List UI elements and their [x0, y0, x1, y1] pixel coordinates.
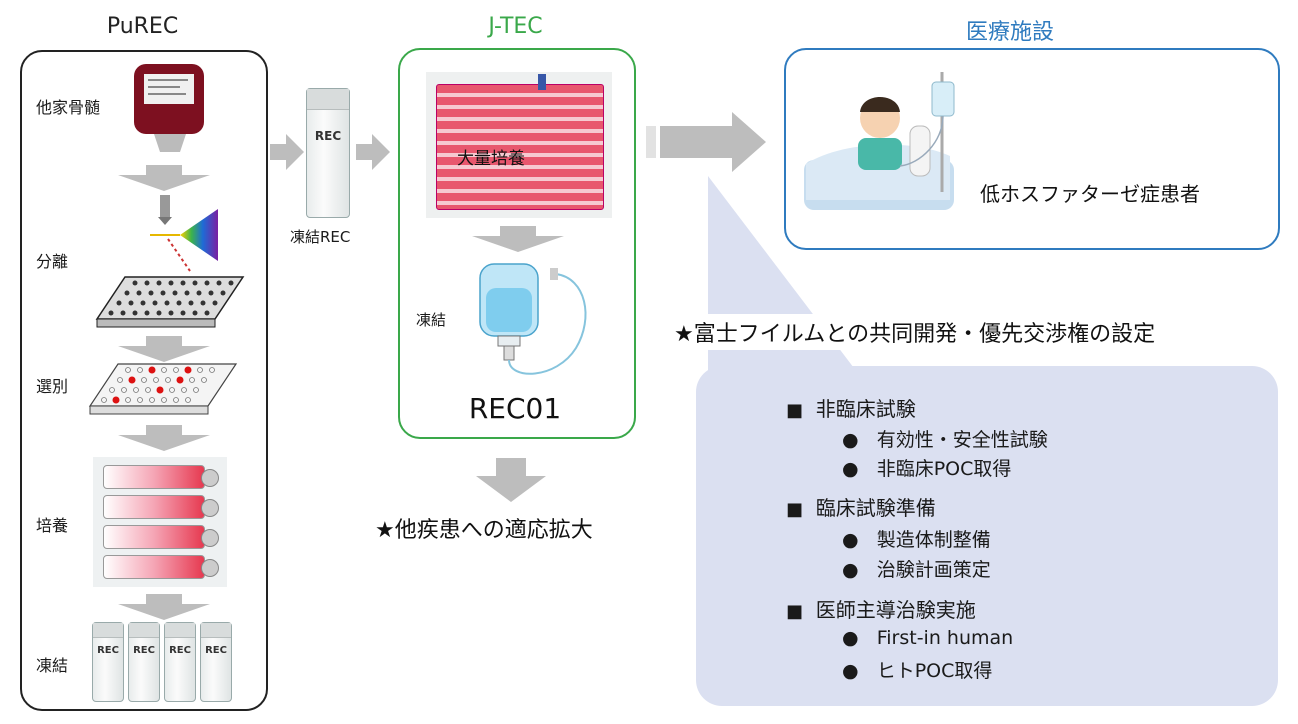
- culture-flasks-image: [93, 457, 227, 587]
- frozen-vial-image: REC: [92, 622, 124, 702]
- patient-illustration: [804, 72, 955, 210]
- cell-sorter-icon: [150, 195, 218, 272]
- step-allogeneic-bone-marrow: 他家骨髄: [36, 98, 101, 117]
- step-selection: 選別: [36, 377, 69, 396]
- frozen-vial-image: REC: [128, 622, 160, 702]
- plan-heading-nonclinical: ■ 非臨床試験: [786, 397, 916, 421]
- plan-item: ● 製造体制整備: [842, 529, 991, 551]
- plan-item: ● ヒトPOC取得: [842, 660, 993, 682]
- plan-heading-investigator-trial: ■ 医師主導治験実施: [786, 598, 976, 622]
- arrow-down-icon: [472, 226, 564, 252]
- arrow-down-icon: [118, 594, 210, 620]
- plan-heading-clinical-prep: ■ 臨床試験準備: [786, 496, 936, 520]
- arrow-right-icon: [646, 112, 766, 172]
- well-plate-image: [95, 276, 245, 328]
- step-separation: 分離: [36, 252, 69, 271]
- frozen-rec-label: 凍結REC: [290, 228, 351, 246]
- jtec-title: J-TEC: [488, 14, 543, 39]
- arrow-right-icon: [270, 134, 304, 170]
- plan-item: ● 有効性・安全性試験: [842, 429, 1048, 451]
- development-plan-callout: [696, 366, 1278, 706]
- indication-expansion-text: ★他疾患への適応拡大: [375, 518, 593, 543]
- partnership-text: ★富士フイルムとの共同開発・優先交渉権の設定: [670, 314, 1160, 350]
- jtec-freeze-label: 凍結: [416, 311, 447, 329]
- mass-culture-label: 大量培養: [457, 149, 525, 169]
- hospital-title: 医療施設: [965, 20, 1054, 45]
- mass-culture-image: [426, 72, 612, 218]
- arrow-down-icon: [118, 165, 210, 191]
- arrow-down-icon: [118, 425, 210, 451]
- blood-bag-image: [134, 64, 204, 152]
- step-freeze: 凍結: [36, 656, 69, 675]
- frozen-rec-vial-image: REC: [306, 88, 350, 218]
- product-name: REC01: [468, 392, 562, 425]
- iv-bag-image: [479, 263, 587, 375]
- plan-item: ● 非臨床POC取得: [842, 458, 1012, 480]
- step-culture: 培養: [36, 516, 69, 535]
- arrow-down-icon: [476, 458, 546, 502]
- arrow-right-icon: [356, 134, 390, 170]
- plan-item: ● First-in human: [842, 627, 1014, 649]
- selection-plate-image: [88, 363, 238, 415]
- frozen-vial-image: REC: [200, 622, 232, 702]
- plan-item: ● 治験計画策定: [842, 559, 991, 581]
- frozen-vial-image: REC: [164, 622, 196, 702]
- arrow-down-icon: [118, 336, 210, 362]
- patient-label: 低ホスファターゼ症患者: [980, 182, 1200, 206]
- purec-title: PuREC: [106, 14, 179, 39]
